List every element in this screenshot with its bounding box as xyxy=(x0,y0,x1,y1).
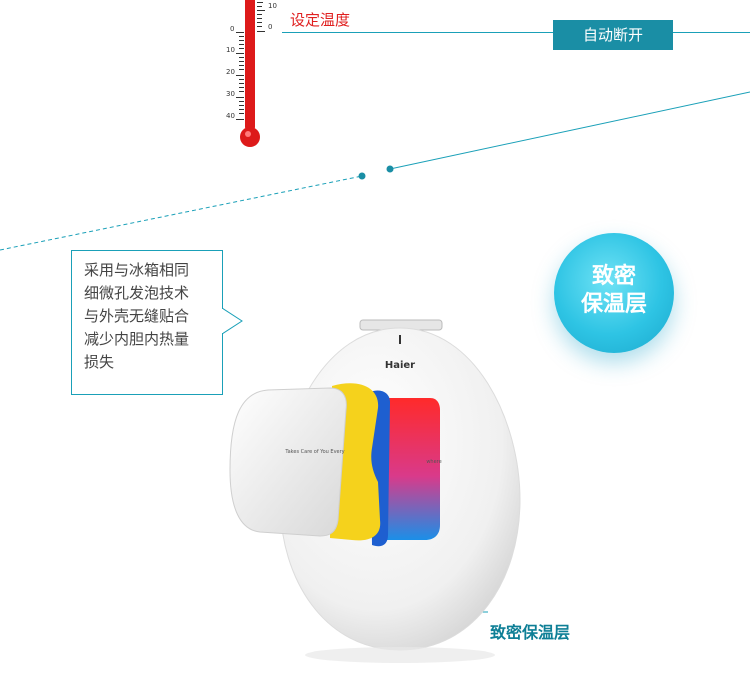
set-temperature-label: 设定温度 xyxy=(290,11,351,29)
scale-label: 0 xyxy=(230,25,235,33)
badge-line-1: 致密 xyxy=(591,264,636,289)
scale-label: 10 xyxy=(268,2,277,10)
thermometer-tube xyxy=(245,0,255,132)
connector-dot xyxy=(386,165,394,173)
scale-label: 20 xyxy=(226,68,235,76)
callout-text-line: 与外壳无缝贴合 xyxy=(84,307,190,325)
callout-pointer xyxy=(222,308,243,335)
scale-label: 40 xyxy=(226,112,235,120)
base-shadow xyxy=(305,647,495,663)
set-temperature-line xyxy=(282,32,750,33)
callout-text-line: 细微孔发泡技术 xyxy=(84,284,190,302)
scale-label: 30 xyxy=(226,90,235,98)
thermometer-bulb-highlight xyxy=(245,131,251,137)
water-heater-illustration: Haier Takes Care of You Every where xyxy=(229,319,521,663)
front-cap xyxy=(229,387,347,537)
scale-label: 0 xyxy=(268,23,273,31)
auto-off-button[interactable]: 自动断开 xyxy=(553,20,673,50)
slogan-right: where xyxy=(426,459,441,465)
callout-text-line: 采用与冰箱相同 xyxy=(84,261,190,279)
inner-tank-water xyxy=(385,398,440,540)
callout-text-line: 减少内胆内热量 xyxy=(84,330,190,348)
insulation-callout: 采用与冰箱相同 细微孔发泡技术 与外壳无缝贴合 减少内胆内热量 损失 xyxy=(71,250,223,395)
callout-text-line: 损失 xyxy=(84,353,115,371)
insulation-badge: 致密 保温层 xyxy=(554,233,674,353)
connector-dot xyxy=(358,172,366,180)
insulation-layer-label: 致密保温层 xyxy=(490,623,571,642)
slogan-left: Takes Care of You Every xyxy=(284,449,344,455)
badge-line-2: 保温层 xyxy=(580,292,647,317)
scale-label: 10 xyxy=(226,46,235,54)
brand-logo: Haier xyxy=(385,360,415,371)
